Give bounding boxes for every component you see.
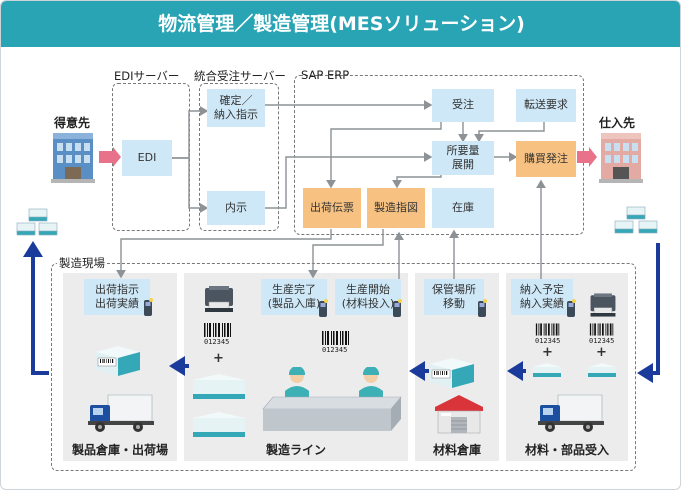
conveyor-icon <box>262 396 402 431</box>
supplier-label: 仕入先 <box>599 116 636 130</box>
labeled-box-icon <box>430 358 474 388</box>
warehouse-icon <box>435 395 483 434</box>
box-stack-icon <box>193 374 245 437</box>
barcode-icon <box>535 323 560 336</box>
manufacturing-order-box: 製造指図 <box>367 188 425 228</box>
purchase-order-box: 購買発注 <box>516 141 576 177</box>
production-start-box: 生産開始 (材料投入) <box>335 279 401 315</box>
order-server-label: 統合受注サーバー <box>194 69 286 83</box>
plus-sign: + <box>596 345 607 360</box>
shipping-instruction-box: 出荷指示 出荷実績 <box>84 279 150 315</box>
handheld-scanner-icon <box>478 299 487 317</box>
edi-box: EDI <box>122 140 172 176</box>
barcode-number: 012345 <box>322 346 348 354</box>
barcode-icon <box>204 323 231 337</box>
truck-icon <box>538 394 604 432</box>
handheld-scanner-icon <box>144 298 153 316</box>
receiving-caption: 材料・部品受入 <box>524 443 609 457</box>
flat-box-icon <box>533 363 561 377</box>
barcode-number: 012345 <box>589 337 615 345</box>
plus-sign: + <box>542 345 553 360</box>
barcode-number: 012345 <box>204 338 230 346</box>
transfer-request-box: 転送要求 <box>516 89 576 122</box>
warehouse-caption: 製品倉庫・出荷場 <box>71 443 168 457</box>
truck-icon <box>88 394 154 432</box>
material-caption: 材料倉庫 <box>432 443 481 457</box>
edi-server-label: EDIサーバー <box>114 69 180 83</box>
barcode-icon <box>589 323 614 336</box>
barcode-number: 012345 <box>535 337 561 345</box>
handheld-scanner-icon <box>319 299 328 317</box>
sap-erp-label: SAP ERP <box>301 68 350 82</box>
building-icon <box>51 133 95 183</box>
plus-sign: + <box>213 351 224 366</box>
confirm-box: 確定／ 納入指示 <box>207 89 265 127</box>
handheld-scanner-icon <box>567 299 576 317</box>
labeled-box-icon <box>96 346 140 376</box>
printer-icon <box>590 293 616 317</box>
production-complete-box: 生産完了 (製品入庫) <box>261 279 327 315</box>
factory-label: 製造現場 <box>57 255 107 271</box>
stock-box: 在庫 <box>432 188 494 228</box>
customer-label: 得意先 <box>54 116 91 130</box>
box-stack-icon <box>16 208 58 236</box>
building-icon <box>599 133 643 183</box>
printer-icon <box>205 286 233 312</box>
shipping-slip-box: 出荷伝票 <box>303 188 361 228</box>
mrp-box: 所要量 展開 <box>432 141 494 175</box>
box-stack-icon <box>614 206 658 234</box>
flat-box-icon <box>588 363 616 377</box>
storage-move-box: 保管場所 移動 <box>424 279 484 315</box>
handheld-scanner-icon <box>393 299 402 317</box>
forecast-box: 内示 <box>207 191 265 225</box>
page-title: 物流管理／製造管理(MESソリューション) <box>1 1 680 47</box>
line-caption: 製造ライン <box>265 443 326 457</box>
order-box: 受注 <box>432 89 494 122</box>
barcode-icon <box>322 331 349 345</box>
receipt-box: 納入予定 納入実績 <box>511 279 573 315</box>
